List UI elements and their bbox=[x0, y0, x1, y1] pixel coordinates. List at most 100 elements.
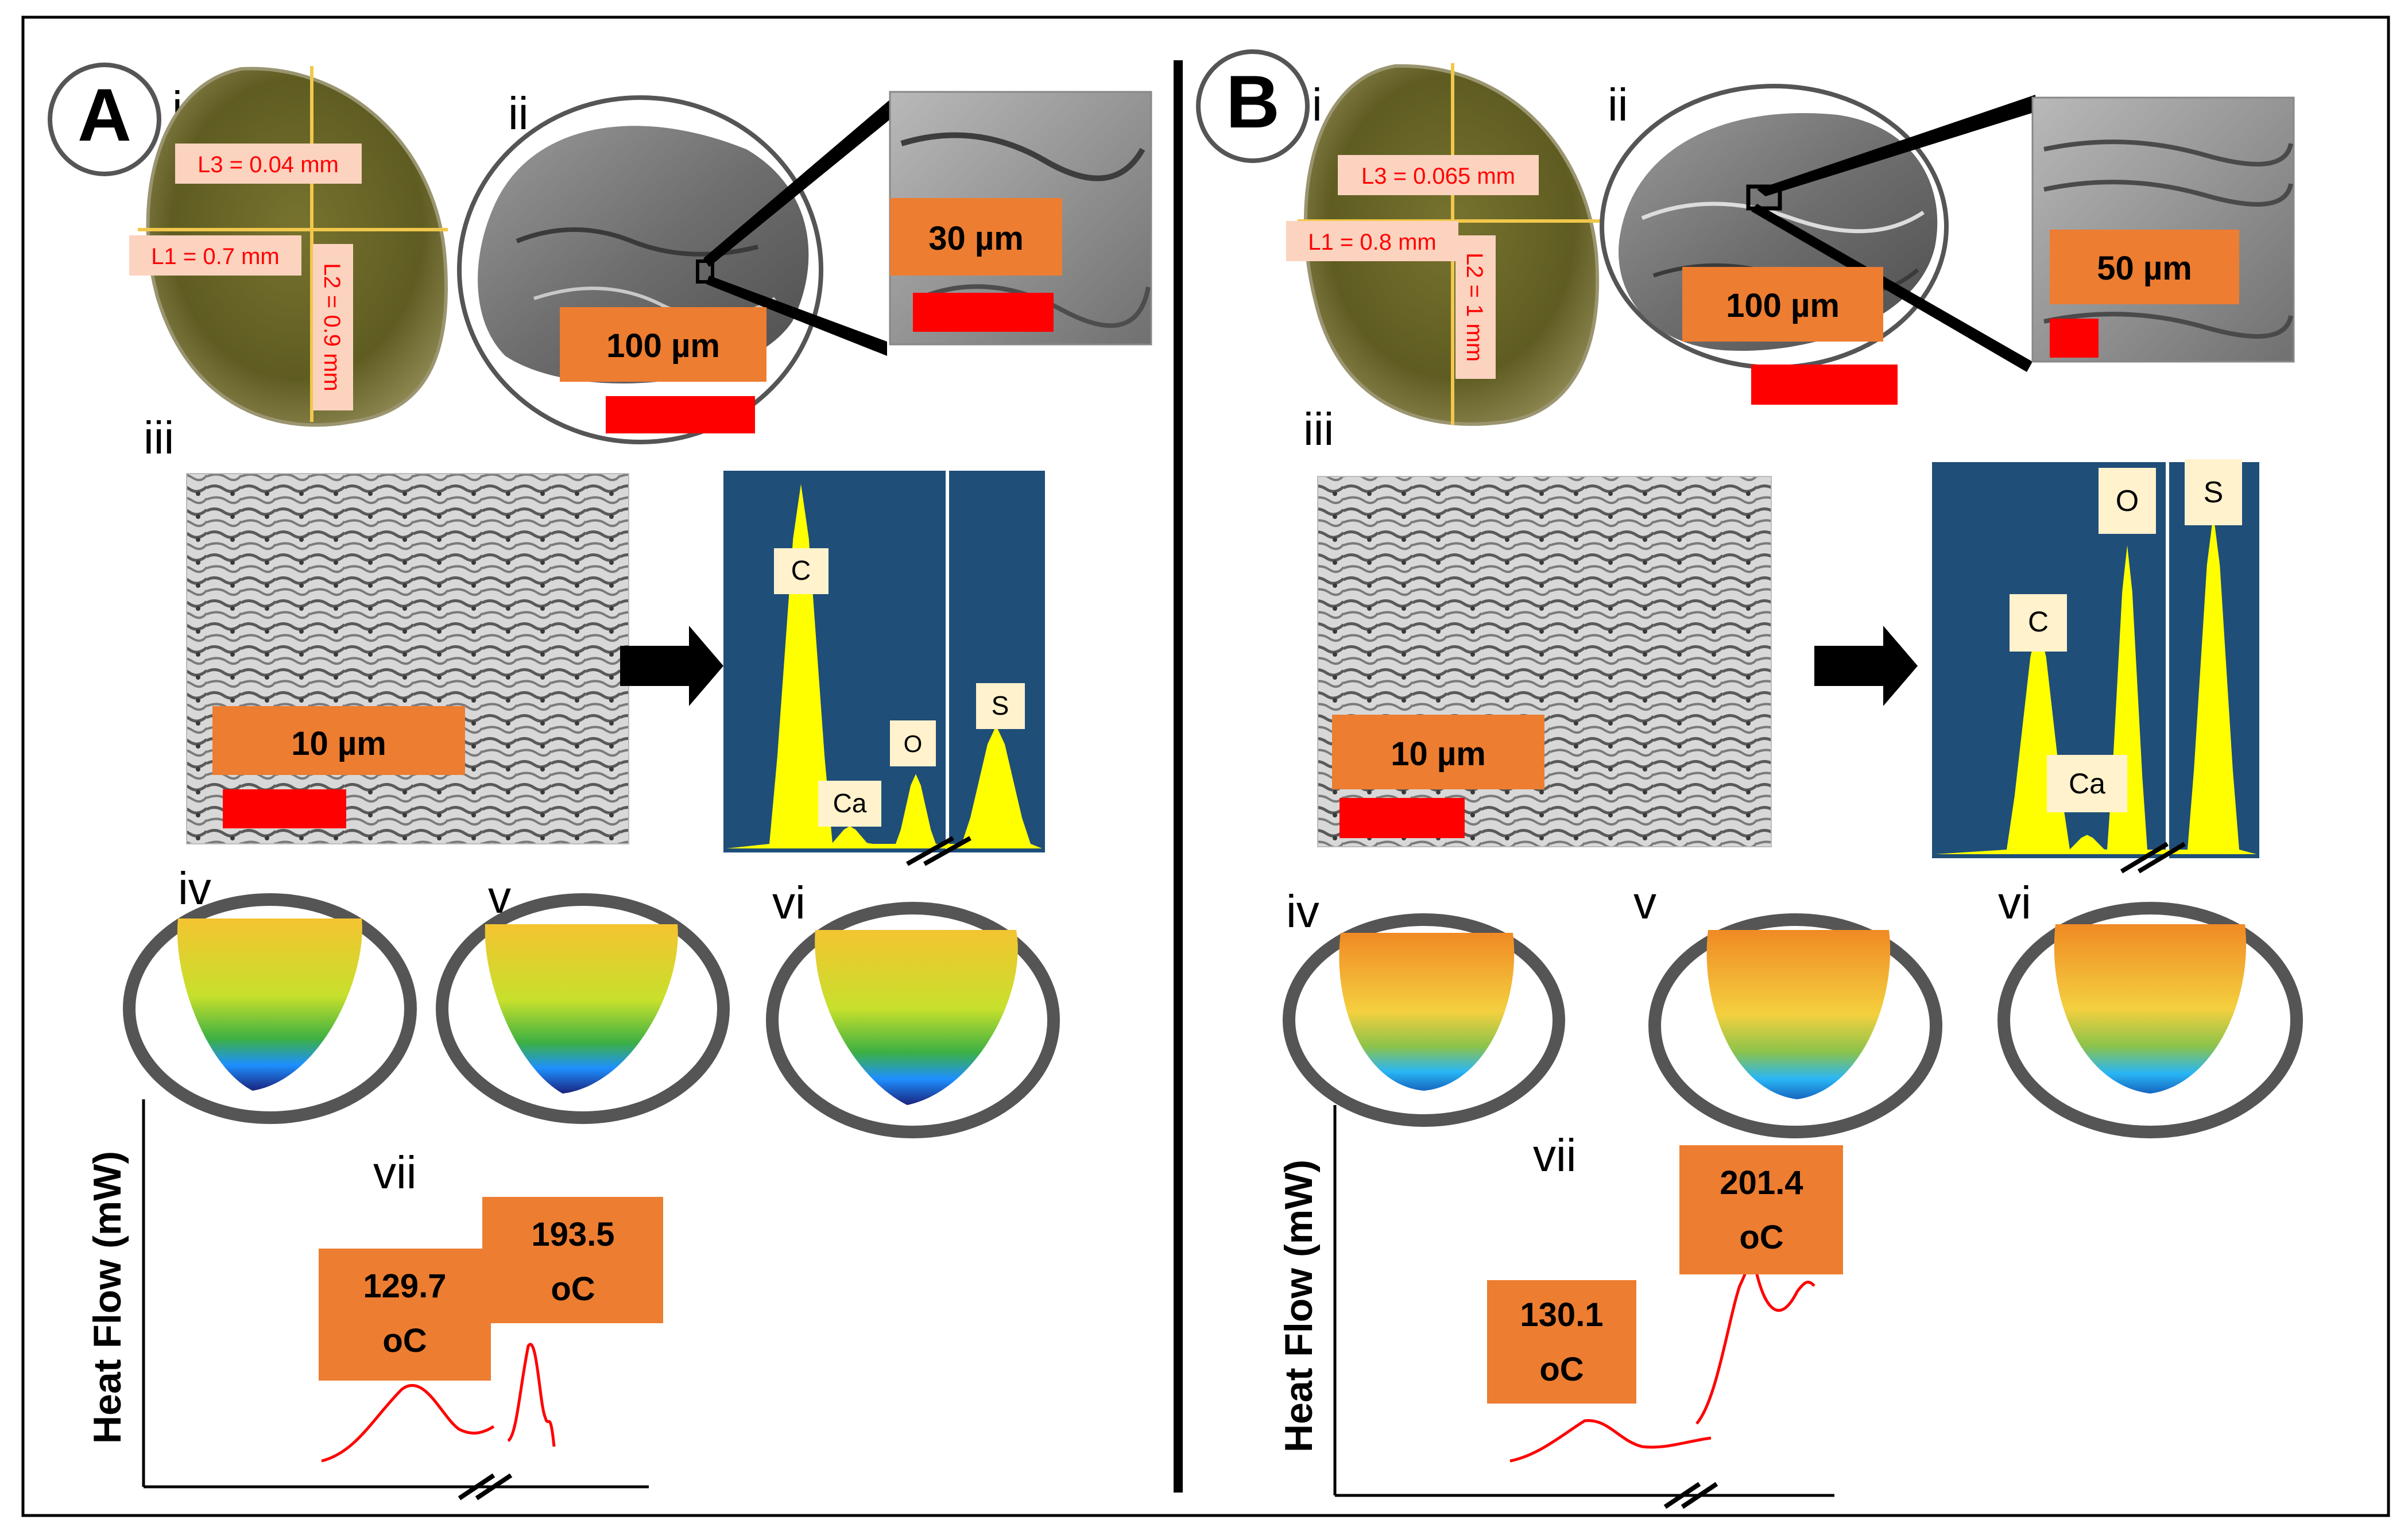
panel-a-dim-l1-box bbox=[129, 235, 301, 276]
panel-a-sem-scale-bar bbox=[606, 396, 755, 433]
panel-a-sub-ii: ii bbox=[508, 88, 529, 139]
panel-b-letter: B bbox=[1226, 60, 1280, 144]
panel-a-zoom-marker bbox=[696, 259, 714, 284]
panel-a-dsc-curve-2 bbox=[507, 1343, 556, 1447]
panel-b-eds-label-ca: Ca bbox=[2069, 768, 2105, 800]
panel-a-sem-scale: 100 µm bbox=[606, 327, 720, 365]
panel-a: A i ii iii L3 = 0.04 mm L1 = 0.7 mm L2 =… bbox=[48, 63, 1152, 1501]
panel-b-dim-l3: L3 = 0.065 mm bbox=[1361, 164, 1515, 189]
panel-a-dsc-plot: Heat Flow (mW) 129.7 oC 193.5 oC bbox=[86, 1099, 663, 1501]
panel-b-eds-spectrum: C Ca O S bbox=[1932, 459, 2259, 874]
panel-a-peak1-box bbox=[319, 1249, 491, 1381]
panel-a-peak1-unit: oC bbox=[382, 1322, 427, 1359]
panel-a-micro-scale-bar bbox=[223, 789, 346, 828]
panel-a-eds-label-o-box bbox=[890, 720, 936, 766]
panel-b-eds-label-o-box bbox=[2099, 468, 2156, 534]
panel-a-dim-l2: L2 = 0.9 mm bbox=[319, 263, 344, 391]
panel-b-seed-photo: L3 = 0.065 mm L1 = 0.8 mm L2 = 1 mm bbox=[1286, 63, 1602, 426]
panel-a-sem-seed: 100 µm bbox=[457, 95, 896, 444]
panel-a-sub-vii: vii bbox=[373, 1147, 417, 1198]
panel-b-eds-break-1 bbox=[2120, 842, 2169, 874]
panel-b-micro-scale-bar bbox=[1340, 798, 1465, 838]
panel-b-dim-l2: L2 = 1 mm bbox=[1462, 253, 1487, 362]
panel-a-arrow bbox=[620, 626, 723, 706]
panel-b-eds-label-s-box bbox=[2185, 459, 2242, 525]
panel-a-zoom-scale-bar bbox=[913, 293, 1054, 332]
panel-b-peak2-box bbox=[1679, 1145, 1843, 1274]
panel-a-thermal-iv bbox=[123, 893, 417, 1124]
panel-a-thermal-v bbox=[436, 893, 730, 1124]
panel-a-dim-l3: L3 = 0.04 mm bbox=[198, 152, 339, 177]
panel-b-dsc-ylabel: Heat Flow (mW) bbox=[1277, 1160, 1321, 1452]
panel-b-peak1-box bbox=[1487, 1280, 1636, 1404]
panel-b-eds-label-c: C bbox=[2028, 606, 2049, 638]
panel-a-sem-scale-box bbox=[560, 307, 766, 382]
panel-b-sem-scale: 100 µm bbox=[1726, 287, 1840, 324]
panel-b-letter-circle bbox=[1196, 49, 1310, 163]
panel-b-eds-label-c-box bbox=[2010, 594, 2067, 652]
panel-a-dim-l2-box bbox=[313, 244, 353, 410]
panel-a-seed-photo: L3 = 0.04 mm L1 = 0.7 mm L2 = 0.9 mm bbox=[129, 66, 448, 427]
panel-a-dim-l1: L1 = 0.7 mm bbox=[151, 244, 279, 269]
panel-a-zoom-line-bottom bbox=[706, 276, 887, 356]
panel-b-eds-break-2 bbox=[2137, 842, 2186, 874]
panel-b: B i ii iii L3 = 0.065 mm L1 = 0.8 mm L2 … bbox=[1196, 49, 2303, 1509]
panel-b-micro-scale-box bbox=[1332, 715, 1544, 789]
panel-a-eds-spectrum: C Ca O S bbox=[723, 471, 1045, 866]
panel-a-micrograph: 10 µm bbox=[186, 473, 629, 844]
panel-a-dsc-break-1 bbox=[458, 1473, 495, 1501]
panel-a-peak1-value: 129.7 bbox=[363, 1268, 446, 1305]
panel-a-peak2-box bbox=[482, 1197, 663, 1323]
figure-border bbox=[21, 15, 2390, 1517]
panel-b-zoom-scale-box bbox=[2050, 230, 2239, 304]
panel-a-dsc-curve-1 bbox=[321, 1383, 495, 1463]
panel-b-sub-iii: iii bbox=[1303, 404, 1334, 455]
panel-b-sub-vi: vi bbox=[1998, 877, 2031, 928]
panel-b-sub-i: i bbox=[1312, 79, 1322, 130]
panel-a-eds-label-ca-box bbox=[818, 781, 881, 827]
panel-a-dsc-break-2 bbox=[475, 1473, 513, 1501]
panel-b-peak1-unit: oC bbox=[1539, 1351, 1584, 1388]
panel-b-peak2-value: 201.4 bbox=[1720, 1164, 1803, 1201]
panel-b-zoom-scale-bar bbox=[2050, 319, 2099, 358]
panel-b-dsc-break-2 bbox=[1681, 1482, 1718, 1509]
panel-a-micro-scale: 10 µm bbox=[291, 725, 386, 762]
panel-b-dsc-curve-2 bbox=[1695, 1262, 1815, 1425]
panel-a-zoom-line-top bbox=[703, 95, 896, 267]
panel-a-eds-label-c-box bbox=[774, 548, 829, 594]
panel-b-dsc-curve-1 bbox=[1509, 1419, 1712, 1463]
panel-a-peak2-value: 193.5 bbox=[531, 1216, 614, 1253]
panel-a-eds-label-o: O bbox=[904, 730, 923, 757]
panel-b-sub-iv: iv bbox=[1286, 886, 1319, 937]
panel-b-dsc-plot: Heat Flow (mW) 130.1 oC 201.4 oC bbox=[1277, 1105, 1843, 1509]
panel-b-sem-scale-bar bbox=[1751, 365, 1898, 405]
panel-a-zoom-scale: 30 µm bbox=[928, 220, 1024, 257]
panel-b-dim-l2-box bbox=[1455, 235, 1496, 379]
panel-a-eds-label-s-box bbox=[976, 683, 1025, 729]
panel-b-thermal-vi bbox=[1997, 902, 2303, 1138]
panel-a-zoom-scale-box bbox=[890, 198, 1062, 276]
panel-b-dim-l1: L1 = 0.8 mm bbox=[1308, 230, 1436, 255]
panel-a-eds-break-2 bbox=[923, 836, 971, 866]
panel-a-dsc-ylabel: Heat Flow (mW) bbox=[86, 1151, 129, 1444]
panel-a-micro-scale-box bbox=[212, 706, 465, 775]
panel-b-peak1-value: 130.1 bbox=[1520, 1296, 1603, 1334]
panel-b-peak2-unit: oC bbox=[1739, 1219, 1783, 1256]
panel-b-sub-ii: ii bbox=[1608, 79, 1628, 130]
panel-b-micro-scale: 10 µm bbox=[1391, 735, 1486, 773]
panel-a-eds-label-s: S bbox=[992, 691, 1009, 720]
panel-a-zoom-inset: 30 µm bbox=[889, 91, 1152, 346]
panel-b-sem-scale-box bbox=[1682, 267, 1883, 342]
panel-a-dim-l3-box bbox=[175, 144, 362, 184]
panel-a-sub-vi: vi bbox=[772, 877, 806, 928]
panel-b-zoom-line-top bbox=[1757, 95, 2035, 196]
panel-b-dim-l3-box bbox=[1338, 155, 1539, 195]
panel-a-eds-label-c: C bbox=[791, 556, 811, 586]
panel-b-thermal-v bbox=[1648, 913, 1942, 1138]
panel-a-letter-circle bbox=[48, 63, 161, 176]
panel-b-eds-label-o: O bbox=[2116, 485, 2139, 518]
panel-b-arrow bbox=[1814, 626, 1918, 706]
panel-a-sub-iii: iii bbox=[144, 412, 174, 463]
